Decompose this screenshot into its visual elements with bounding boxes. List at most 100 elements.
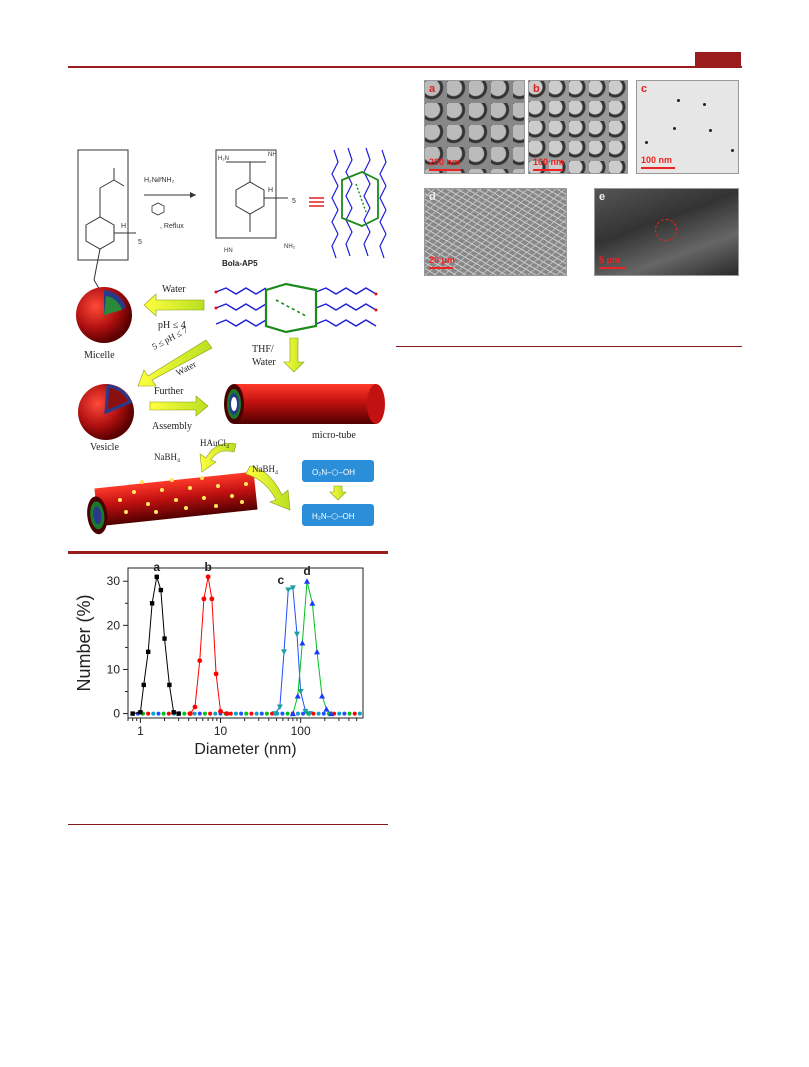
data-point-b [201, 596, 207, 602]
arrow-nabh4 [245, 465, 291, 511]
tem-panel-c: c 100 nm [636, 80, 739, 174]
baseline-marker [146, 711, 151, 716]
x-tick-label: 1 [137, 724, 144, 738]
data-point-c [293, 631, 300, 638]
y-tick-label: 0 [113, 707, 120, 721]
nitrophenol-box [302, 460, 374, 482]
panel-letter-e: e [599, 191, 606, 203]
data-point-c [285, 587, 292, 594]
scale-bar-b [533, 169, 563, 171]
baseline-marker [151, 711, 156, 716]
data-point-a [141, 682, 146, 688]
data-point-a [171, 710, 176, 715]
baseline-marker [254, 711, 259, 716]
data-point-c [297, 689, 304, 695]
self-assembly-scheme: 5 H H₂N∕∕∕∕NH₂ , Reflux H₂N NH 5 H HN NH… [76, 147, 387, 535]
water-label-3: Water [252, 357, 276, 368]
scale-label-d: 20 μm [429, 255, 456, 265]
arrow-ph-5-7 [137, 339, 213, 387]
microtube-label: micro-tube [312, 430, 356, 441]
series-label-a: a [153, 560, 160, 574]
baseline-marker [192, 711, 197, 716]
tem-panel-a: a 200 nm [424, 80, 525, 174]
svg-text:NH: NH [268, 152, 277, 158]
arrow-haucl4 [199, 443, 237, 473]
nabh4-label-1: NaBH₄ [154, 452, 180, 462]
chart-frame [127, 567, 364, 719]
reactant-h-label: H [121, 223, 126, 230]
product-n-label: 5 [292, 198, 296, 205]
baseline-marker [301, 711, 306, 716]
series-a [130, 574, 181, 716]
series-label-c: c [278, 573, 285, 587]
svg-text:H₂N: H₂N [218, 156, 229, 162]
data-point-b [209, 596, 215, 602]
bola-cartoon [331, 147, 387, 259]
baseline-marker [295, 711, 300, 716]
data-point-b [205, 574, 211, 580]
data-point-a [154, 574, 159, 580]
data-point-c [289, 585, 296, 591]
data-point-d [323, 706, 330, 712]
baseline-marker [264, 711, 269, 716]
baseline-marker [347, 711, 352, 716]
series-line-a [132, 576, 179, 715]
micelle-label: Micelle [84, 350, 115, 361]
reactant-n-label: 5 [138, 239, 142, 246]
baseline-marker [208, 711, 213, 716]
scale-label-c: 100 nm [641, 155, 673, 165]
reagent-label: H₂N∕∕∕∕NH₂ [144, 177, 175, 184]
baseline-marker [182, 711, 187, 716]
arrow-thf-water [283, 337, 305, 373]
vesicle-sphere [78, 384, 134, 440]
baseline-marker [316, 711, 321, 716]
product-name: Bola-AP5 [222, 259, 258, 268]
data-point-b [187, 711, 193, 716]
baseline-marker [166, 711, 171, 716]
scale-label-a: 200 nm [429, 157, 461, 167]
y-axis-label: Number (%) [74, 594, 94, 691]
series-b [187, 574, 230, 716]
data-point-a [149, 601, 155, 606]
data-point-a [130, 711, 135, 716]
data-point-a [138, 710, 143, 715]
condition-label: , Reflux [160, 223, 184, 230]
data-point-d [328, 710, 335, 717]
nabh4-label-2: NaBH₄ [252, 464, 278, 474]
data-point-d [309, 600, 316, 606]
scheme-rule [68, 551, 388, 554]
baseline-marker [161, 711, 166, 716]
panel-letter-c: c [641, 83, 648, 95]
x-axis-label: Diameter (nm) [194, 741, 296, 758]
data-point-a [145, 649, 151, 655]
y-tick-label: 10 [107, 662, 121, 676]
assembly-label: Assembly [152, 421, 192, 432]
water-label-1: Water [162, 284, 186, 295]
data-point-b [224, 711, 230, 716]
baseline-marker [156, 711, 161, 716]
scale-bar-c [641, 167, 675, 169]
panel-letter-b: b [533, 83, 540, 95]
micrograph-caption-rule [396, 346, 742, 347]
arrow-water-ph4 [143, 293, 205, 317]
data-point-b [213, 671, 219, 677]
thf-label: THF/ [252, 344, 274, 355]
header-rule [68, 66, 742, 68]
sem-panel-e: e 5 μm [594, 188, 739, 276]
baseline-marker [357, 711, 362, 716]
nitrophenol-label: O₂N–⬡–OH [312, 468, 355, 477]
baseline-marker [249, 711, 254, 716]
data-point-d [294, 692, 301, 699]
baseline-marker [197, 711, 202, 716]
scale-bar-e [599, 267, 625, 269]
data-point-d [314, 648, 321, 655]
baseline-marker [280, 711, 285, 716]
x-tick-label: 100 [291, 724, 311, 738]
panel-letter-a: a [429, 83, 436, 95]
product-h-label: H [268, 187, 273, 194]
baseline-marker [311, 711, 316, 716]
microtube [224, 384, 385, 424]
